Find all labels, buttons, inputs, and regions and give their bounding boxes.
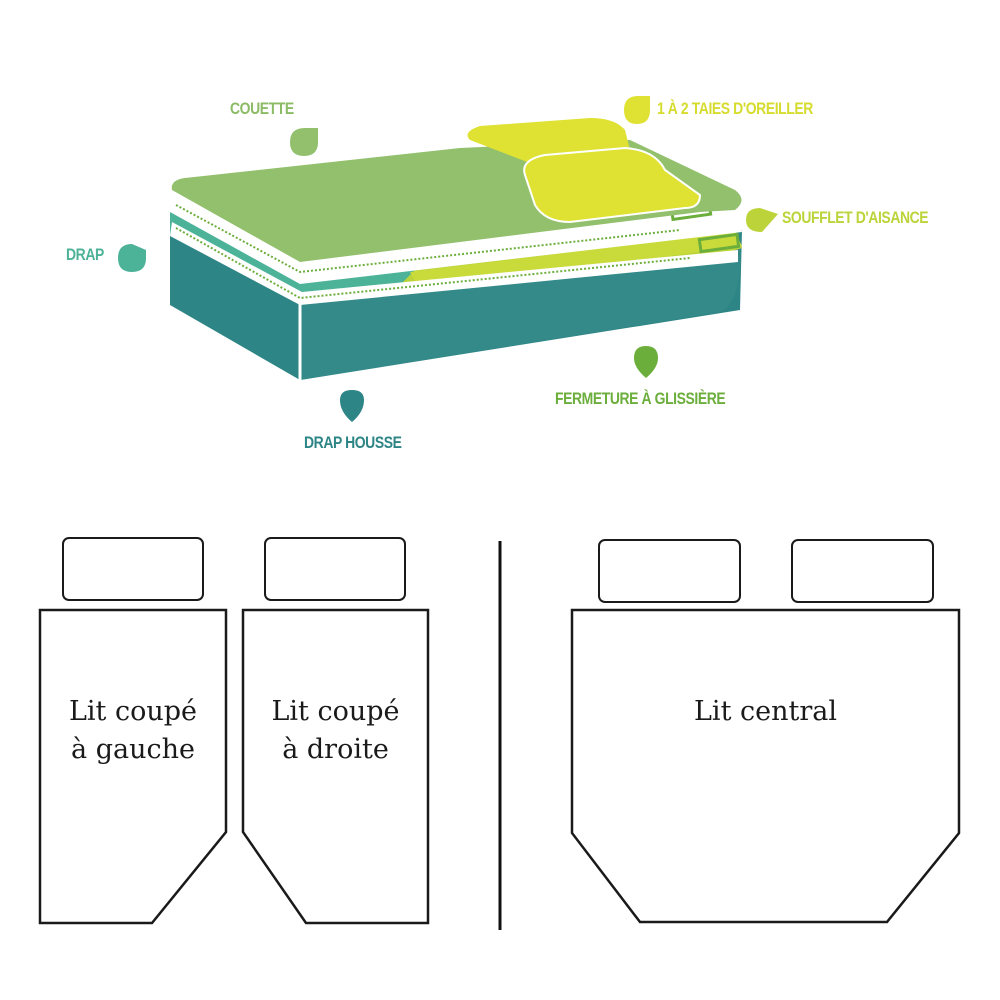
bed-left-label: Lit coupé à gauche: [40, 693, 226, 769]
label-couette: COUETTE: [230, 99, 294, 118]
bed-right-outline: [241, 608, 430, 925]
bed-central-label: Lit central: [572, 693, 959, 731]
bed-left-line1: Lit coupé: [68, 696, 198, 727]
pillow-central-2: [791, 539, 934, 603]
label-soufflet: SOUFFLET D'AISANCE: [782, 208, 929, 227]
fermeture-pin-icon: [634, 346, 658, 378]
drap-leaf-icon: [118, 244, 146, 272]
label-fermeture: FERMETURE À GLISSIÈRE: [555, 389, 726, 408]
bed-central-line1: Lit central: [694, 696, 837, 727]
label-taies: 1 À 2 TAIES D'OREILLER: [657, 99, 813, 118]
drap-housse-pin-icon: [340, 390, 364, 422]
bed-right-label: Lit coupé à droite: [243, 693, 428, 769]
taies-leaf-icon: [624, 96, 650, 124]
soufflet-leaf-icon: [746, 208, 778, 232]
bed-outlines: [38, 537, 961, 925]
pillow-central-1: [598, 539, 741, 603]
pillow-right-bed: [264, 537, 406, 601]
couette-leaf-icon: [290, 128, 318, 156]
bed-central-outline: [570, 608, 961, 924]
pillow-left-bed: [62, 537, 204, 601]
bed-right-line2: à droite: [282, 734, 389, 765]
pillow-front: [523, 146, 702, 224]
bed-left-line2: à gauche: [71, 734, 195, 765]
bed-right-line1: Lit coupé: [271, 696, 400, 727]
label-drap: DRAP: [66, 245, 104, 264]
label-drap-housse: DRAP HOUSSE: [304, 433, 402, 452]
bed-left-outline: [38, 608, 228, 925]
